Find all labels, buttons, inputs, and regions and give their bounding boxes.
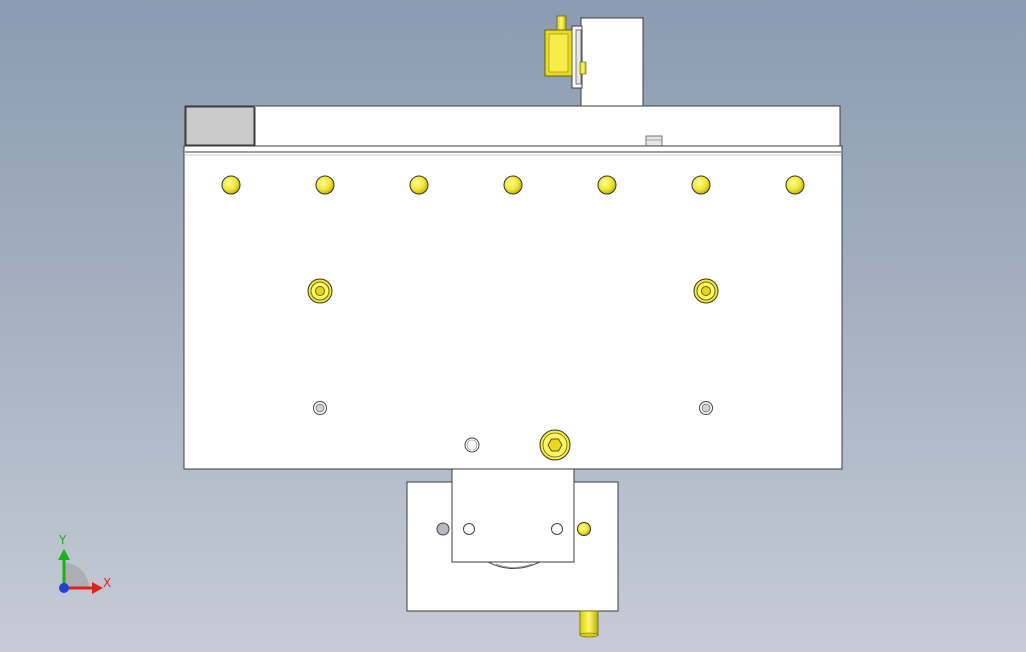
top-rail (184, 105, 841, 147)
screw-2 (315, 175, 335, 195)
screw-3 (409, 175, 429, 195)
sensor-bracket (571, 17, 644, 107)
x-axis-label: X (103, 576, 111, 590)
x-arrowhead-icon (92, 582, 103, 594)
pin-hole-left (313, 401, 327, 415)
screw-6 (691, 175, 711, 195)
socket-screw-right (693, 278, 719, 304)
lower-screw (577, 522, 591, 536)
z-axis-dot (59, 583, 69, 593)
screw-row (221, 175, 805, 195)
proximity-sensor (544, 15, 587, 77)
bottom-shaft (579, 610, 599, 638)
screw-4 (503, 175, 523, 195)
hex-bolt (539, 429, 571, 461)
coordinate-triad: Y X (58, 533, 111, 594)
screw-1 (221, 175, 241, 195)
through-hole (464, 437, 480, 453)
y-axis-label: Y (58, 533, 67, 547)
socket-screw-left (307, 278, 333, 304)
screw-7 (785, 175, 805, 195)
grey-pin (436, 522, 450, 536)
motor-flange (487, 561, 541, 569)
mounting-block (451, 468, 575, 563)
y-arrowhead-icon (58, 549, 70, 560)
pin-hole-right (699, 401, 713, 415)
screw-5 (597, 175, 617, 195)
